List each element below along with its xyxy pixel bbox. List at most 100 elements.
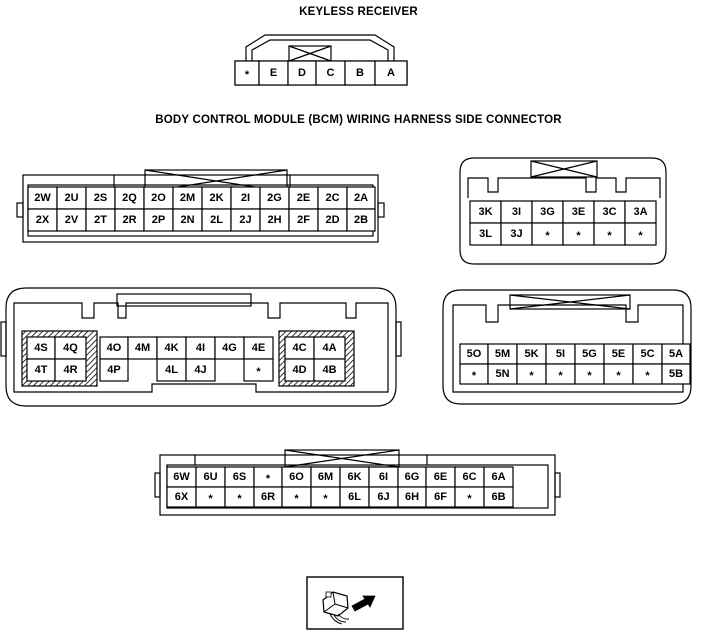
pin-cell: [54, 358, 87, 382]
pin-unused: *: [237, 493, 242, 505]
pin-5a: 5A: [669, 348, 683, 360]
pin-6m: 6M: [318, 471, 333, 483]
pin-2a: 2A: [354, 192, 368, 204]
pin-2o: 2O: [151, 192, 166, 204]
pin-3g: 3G: [540, 206, 555, 218]
pin-6r: 6R: [261, 491, 275, 503]
pin-5b: 5B: [669, 368, 683, 380]
pin-d: D: [298, 67, 306, 79]
pin-c: C: [327, 67, 335, 79]
pin-5n: 5N: [495, 368, 509, 380]
pin-unused: *: [208, 493, 213, 505]
pin-cell: [483, 486, 514, 508]
pin-2e: 2E: [297, 192, 310, 204]
pin-2r: 2R: [122, 214, 136, 226]
keyless-receiver-title: KEYLESS RECEIVER: [299, 6, 418, 18]
pin-unused: *: [576, 230, 581, 242]
pin-cell: [315, 60, 346, 86]
pin-4d: 4D: [292, 364, 306, 376]
pin-6l: 6L: [348, 491, 361, 503]
pin-6h: 6H: [405, 491, 419, 503]
pin-cell: [243, 358, 274, 382]
pin-2g: 2G: [267, 192, 282, 204]
pin-2k: 2K: [209, 192, 223, 204]
pin-4e: 4E: [252, 342, 265, 354]
pin-2j: 2J: [239, 214, 251, 226]
pin-2b: 2B: [354, 214, 368, 226]
pin-4o: 4O: [107, 342, 122, 354]
pin-2v: 2V: [65, 214, 79, 226]
pin-3i: 3I: [512, 206, 521, 218]
pin-4b: 4B: [322, 364, 336, 376]
pin-6j: 6J: [377, 491, 389, 503]
pin-unused: *: [467, 493, 472, 505]
pin-4p: 4P: [107, 364, 120, 376]
pin-cell: [185, 358, 216, 382]
pin-cell: [234, 60, 260, 86]
pin-4l: 4L: [165, 364, 178, 376]
pin-cell: [624, 222, 657, 246]
pin-3k: 3K: [478, 206, 492, 218]
pin-3a: 3A: [633, 206, 647, 218]
pin-6w: 6W: [173, 471, 190, 483]
pin-5m: 5M: [495, 348, 510, 360]
harness-connector-icon: [306, 576, 404, 630]
pin-4s: 4S: [34, 342, 47, 354]
pin-2u: 2U: [64, 192, 78, 204]
pin-unused: *: [587, 370, 592, 382]
pin-2n: 2N: [180, 214, 194, 226]
pin-6s: 6S: [233, 471, 246, 483]
pin-2i: 2I: [241, 192, 250, 204]
pin-2f: 2F: [297, 214, 310, 226]
pin-2c: 2C: [325, 192, 339, 204]
pin-6e: 6E: [434, 471, 447, 483]
pin-2s: 2S: [94, 192, 107, 204]
pin-6i: 6I: [379, 471, 388, 483]
pin-unused: *: [545, 230, 550, 242]
pin-unused: *: [638, 230, 643, 242]
pin-unused: *: [323, 493, 328, 505]
pin-4t: 4T: [35, 364, 48, 376]
pin-3c: 3C: [602, 206, 616, 218]
pin-2d: 2D: [325, 214, 339, 226]
pin-unused: *: [256, 366, 261, 378]
pin-2l: 2L: [210, 214, 223, 226]
pin-4a: 4A: [322, 342, 336, 354]
pin-6f: 6F: [434, 491, 447, 503]
pin-cell: [346, 208, 376, 232]
pin-3j: 3J: [510, 228, 522, 240]
pin-unused: *: [645, 370, 650, 382]
pin-6x: 6X: [175, 491, 189, 503]
pin-5c: 5C: [640, 348, 654, 360]
pin-6u: 6U: [203, 471, 217, 483]
pin-2m: 2M: [180, 192, 195, 204]
pin-unused: *: [607, 230, 612, 242]
pin-6k: 6K: [347, 471, 361, 483]
pin-a: A: [387, 67, 395, 79]
pin-unused: *: [529, 370, 534, 382]
pin-4q: 4Q: [63, 342, 78, 354]
pin-2h: 2H: [267, 214, 281, 226]
pin-6b: 6B: [491, 491, 505, 503]
pin-4i: 4I: [196, 342, 205, 354]
pin-4k: 4K: [164, 342, 178, 354]
pin-3e: 3E: [572, 206, 585, 218]
pin-4r: 4R: [63, 364, 77, 376]
connector-4-body: [0, 287, 402, 407]
pin-cell: [661, 363, 691, 385]
pin-cell: [99, 358, 129, 382]
pin-b: B: [356, 67, 364, 79]
pin-5e: 5E: [612, 348, 625, 360]
pin-4g: 4G: [222, 342, 237, 354]
pin-3l: 3L: [479, 228, 492, 240]
pin-cell: [313, 358, 346, 382]
connector-3-body: [459, 157, 667, 265]
pin-unused: *: [294, 493, 299, 505]
pin-cell: [287, 60, 317, 86]
pin-e: E: [270, 67, 277, 79]
pin-cell: [374, 60, 408, 86]
pin-2t: 2T: [94, 214, 107, 226]
pin-5o: 5O: [467, 348, 482, 360]
pin-4j: 4J: [194, 364, 206, 376]
